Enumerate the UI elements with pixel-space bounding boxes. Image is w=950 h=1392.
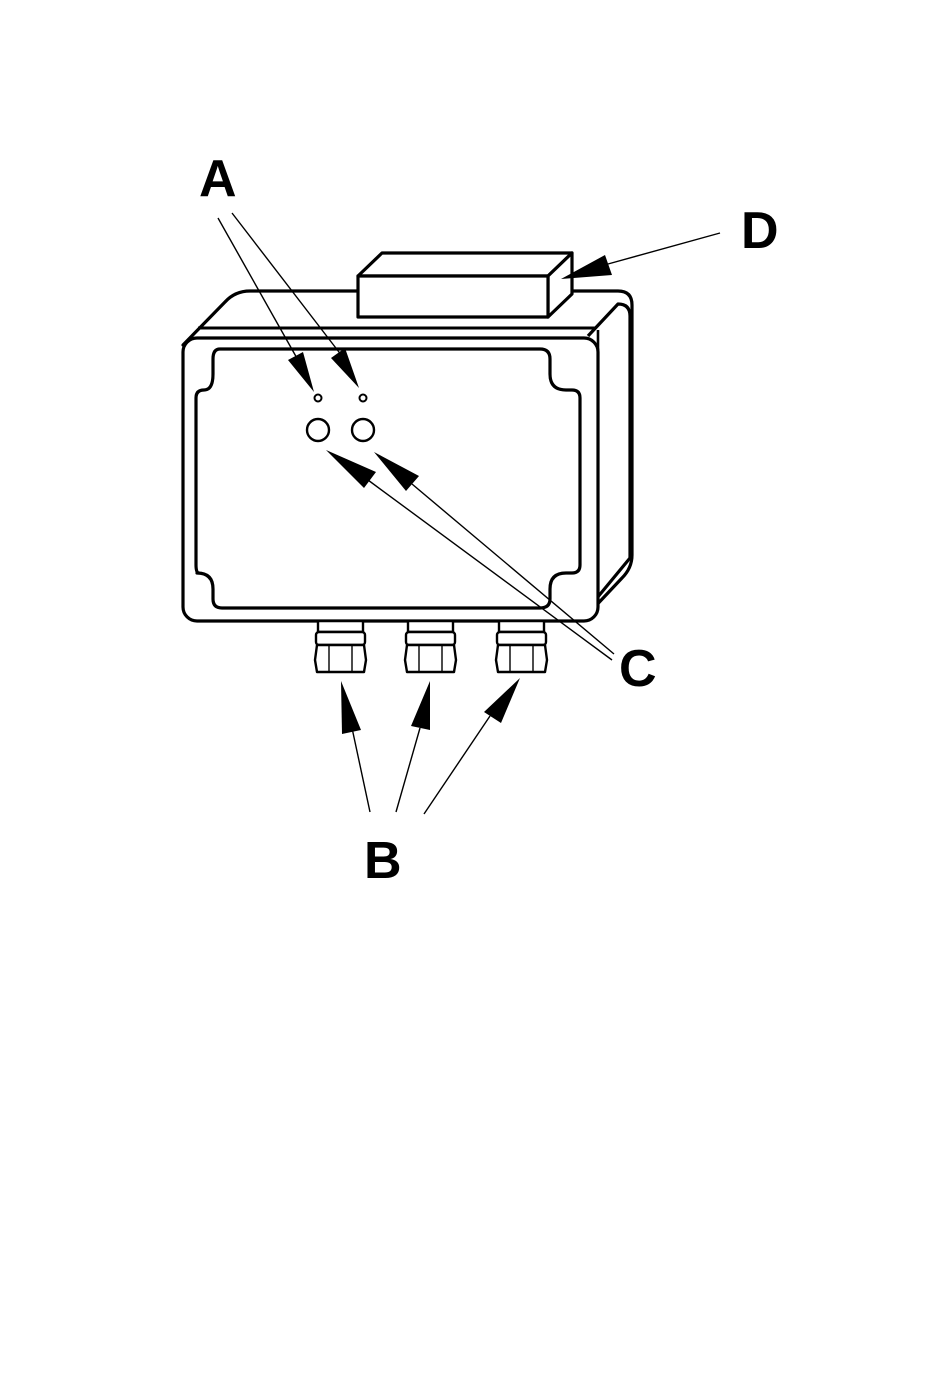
label-c: C — [619, 640, 657, 698]
top-module-top-face — [358, 253, 572, 276]
cable-glands — [315, 621, 547, 672]
cable-gland-middle — [405, 621, 456, 672]
enclosure-box — [183, 291, 632, 621]
top-module-front-face — [358, 276, 548, 317]
label-a: A — [199, 150, 237, 208]
enclosure-lid — [196, 349, 580, 608]
leader-d — [561, 233, 720, 279]
button-right — [352, 419, 374, 441]
cable-gland-left — [315, 621, 366, 672]
leader-b — [341, 678, 520, 814]
label-b: B — [364, 832, 402, 890]
led-indicator-right — [360, 395, 367, 402]
top-module — [358, 253, 572, 317]
cable-gland-right — [496, 621, 547, 672]
button-left — [307, 419, 329, 441]
led-indicator-left — [315, 395, 322, 402]
label-d: D — [741, 202, 779, 260]
